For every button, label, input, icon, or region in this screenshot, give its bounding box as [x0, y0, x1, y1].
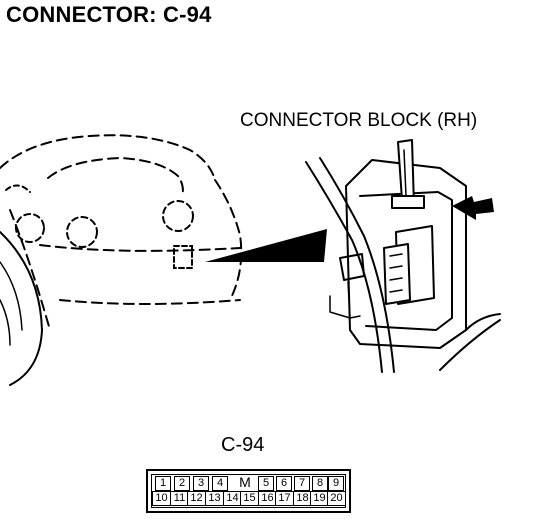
pin-20: 20	[327, 491, 346, 506]
steering-wheel-rim	[0, 231, 44, 386]
pin-5: 5	[258, 476, 274, 491]
pin-2: 2	[174, 476, 190, 491]
pointer-wedge	[205, 229, 327, 262]
callout-arrow	[452, 196, 494, 220]
connector-block-inset	[305, 139, 501, 373]
connector-block-label: CONNECTOR BLOCK (RH)	[240, 110, 478, 131]
gauge-right	[162, 200, 194, 232]
connector-face: 1 2 3 4 M 5 6 7 8 9 10 11 12 13 14 15 16…	[151, 474, 346, 508]
pin-18: 18	[293, 491, 312, 506]
pin-3: 3	[193, 476, 209, 491]
pin-15: 15	[240, 491, 259, 506]
connector-pinout: 1 2 3 4 M 5 6 7 8 9 10 11 12 13 14 15 16…	[146, 469, 351, 513]
pin-19: 19	[310, 491, 329, 506]
pin-7: 7	[294, 476, 310, 491]
pin-12: 12	[187, 491, 206, 506]
pin-17: 17	[275, 491, 294, 506]
page-title: CONNECTOR: C-94	[6, 2, 212, 27]
key-slot: M	[239, 474, 251, 490]
gauge-center	[66, 216, 98, 248]
connector-code-label: C-94	[221, 434, 265, 456]
pin-16: 16	[258, 491, 277, 506]
pin-13: 13	[205, 491, 224, 506]
gauge-left	[15, 213, 45, 243]
pin-9: 9	[328, 476, 344, 491]
pin-1: 1	[155, 476, 171, 491]
pin-4: 4	[212, 476, 228, 491]
pin-8: 8	[312, 476, 328, 491]
cluster-hood	[0, 134, 216, 181]
pin-6: 6	[276, 476, 292, 491]
pin-10: 10	[152, 491, 171, 506]
